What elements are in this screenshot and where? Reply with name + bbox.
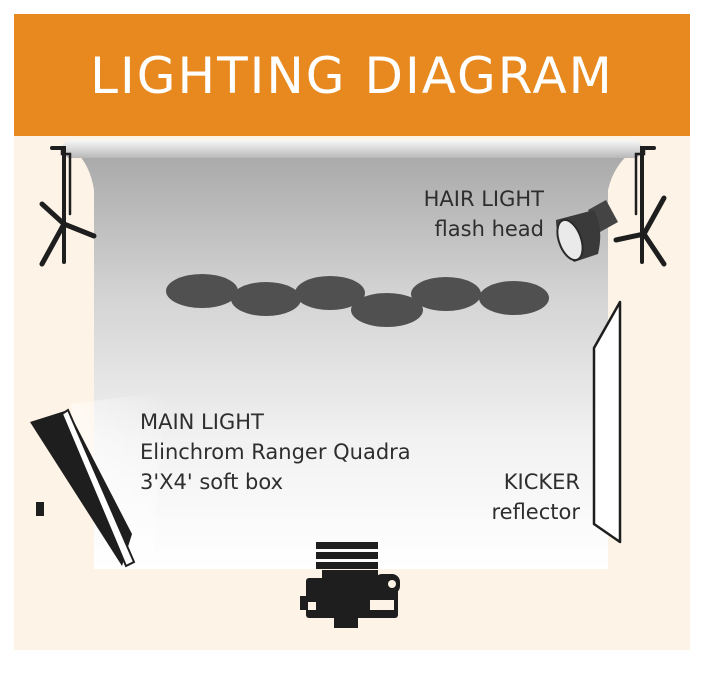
subject-head [231,282,301,316]
kicker-label: KICKER reflector [491,467,580,527]
subject-head [295,276,365,310]
kicker-title: KICKER [503,470,580,494]
subject-head [166,274,238,308]
subject-head [479,281,549,315]
subjects-group [166,274,549,327]
diagram-frame: LIGHTING DIAGRAM HAIR LIGHT flash head M… [14,14,690,650]
main-light-beam [70,392,164,556]
hair-light-label: HAIR LIGHT flash head [424,184,544,244]
backdrop [62,140,642,569]
backdrop-stand-icon [39,146,97,267]
main-light-title: MAIN LIGHT [140,410,264,434]
main-light-modifier: 3'X4' soft box [140,470,284,494]
subject-head [411,277,481,311]
backdrop-stand-icon [613,146,667,267]
flash-head-icon [556,200,618,262]
main-light-label: MAIN LIGHT Elinchrom Ranger Quadra 3'X4'… [140,407,411,497]
diagram-title: LIGHTING DIAGRAM [90,47,614,105]
main-light-model: Elinchrom Ranger Quadra [140,440,411,464]
reflector-icon [592,300,622,544]
title-banner: LIGHTING DIAGRAM [14,14,690,136]
softbox-icon [30,408,136,568]
hair-light-title: HAIR LIGHT [423,187,544,211]
hair-light-detail: flash head [434,217,544,241]
studio-layout [30,140,667,628]
camera-icon [300,542,400,628]
subject-head [351,293,423,327]
kicker-detail: reflector [491,500,580,524]
